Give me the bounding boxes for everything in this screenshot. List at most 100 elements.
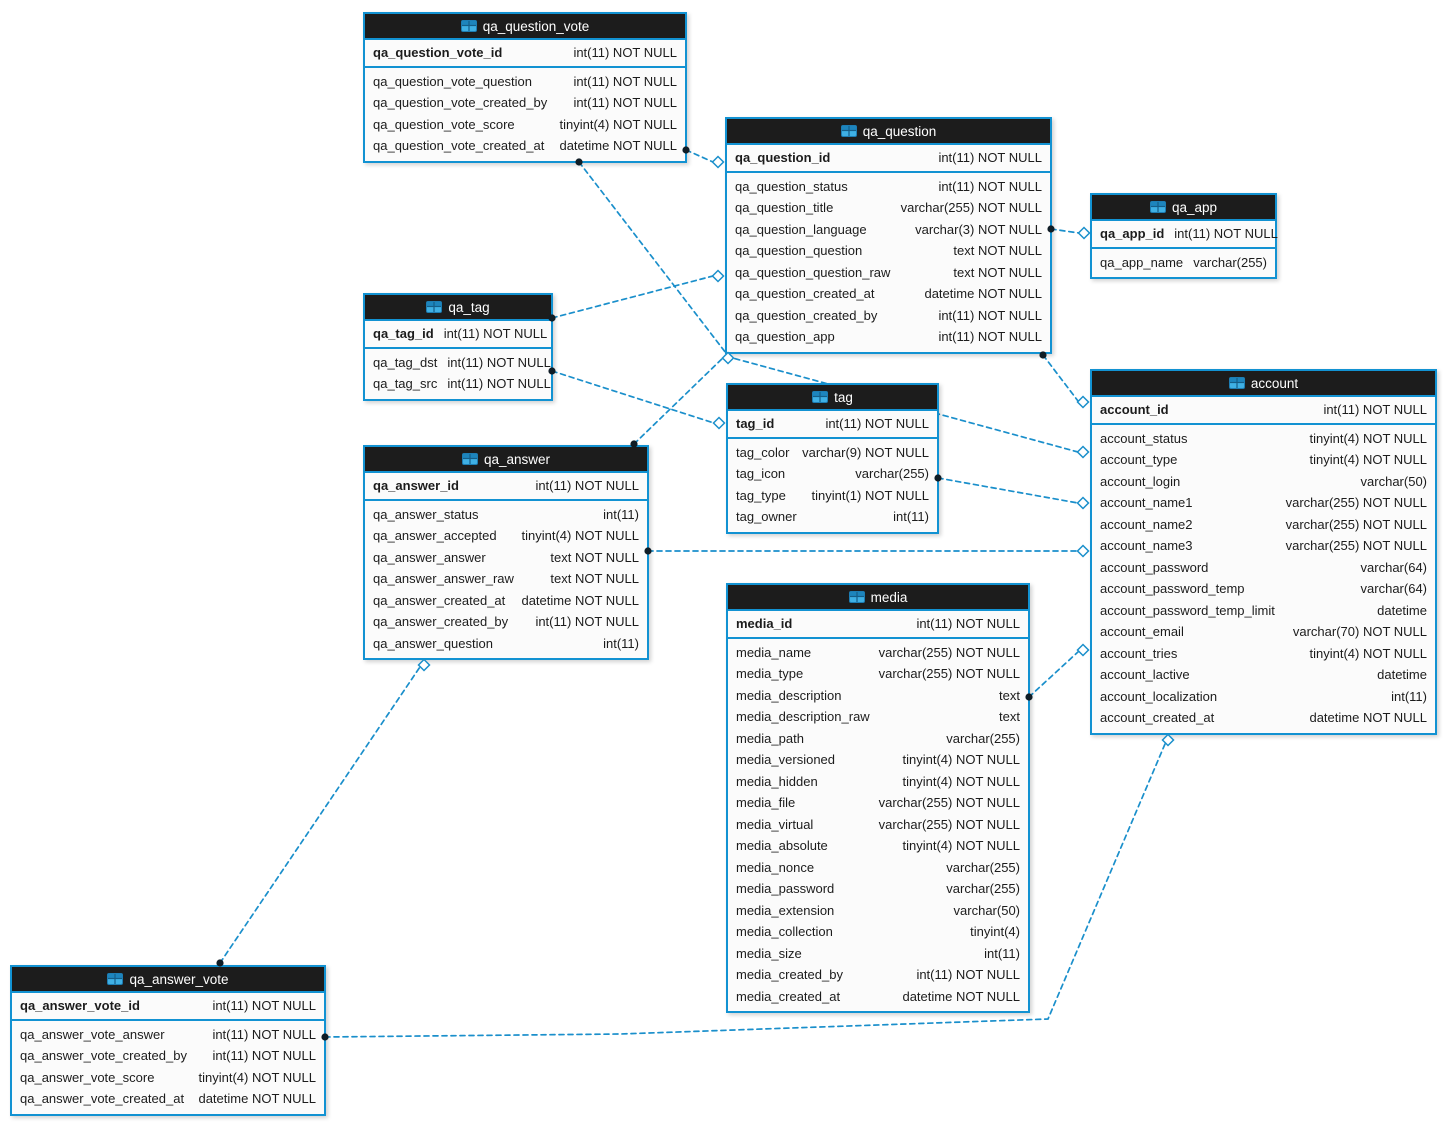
table-qa_question[interactable]: qa_question qa_question_id int(11) NOT NUL…: [725, 117, 1052, 354]
relationship-line-qa_tag-tag[interactable]: [551, 370, 715, 424]
column-type: tinyint(4): [970, 924, 1020, 939]
table-header[interactable]: tag: [728, 385, 937, 411]
column-row: qa_question_language varchar(3) NOT NULL: [727, 219, 1050, 241]
table-header[interactable]: qa_answer_vote: [12, 967, 324, 993]
column-type: tinyint(4) NOT NULL: [559, 116, 677, 132]
column-name: qa_question_created_at: [735, 286, 875, 301]
column-name: tag_type: [736, 487, 786, 503]
column-type: varchar(3) NOT NULL: [915, 221, 1042, 237]
table-icon: [812, 391, 829, 403]
relationship-line-tag-account[interactable]: [937, 477, 1079, 504]
table-title: qa_tag: [448, 299, 490, 315]
column-name: account_name3: [1100, 538, 1193, 553]
column-type: int(11) NOT NULL: [938, 307, 1042, 323]
column-type: text NOT NULL: [550, 549, 639, 565]
table-icon: [848, 591, 865, 603]
column-type: datetime NOT NULL: [1309, 710, 1427, 725]
relationship-line-qa_question-qa_app[interactable]: [1050, 228, 1080, 234]
relationship-line-qa_tag-qa_question[interactable]: [551, 275, 714, 319]
column-type: tinyint(4) NOT NULL: [902, 752, 1020, 767]
column-name: tag_owner: [736, 509, 797, 524]
column-name: qa_answer_created_at: [373, 592, 506, 608]
column-type: datetime NOT NULL: [924, 286, 1042, 301]
column-name: qa_app_name: [1100, 254, 1184, 270]
column-name: qa_tag_id: [373, 326, 434, 341]
table-header[interactable]: account: [1092, 371, 1435, 397]
table-header[interactable]: qa_tag: [365, 295, 551, 321]
relationship-line-qa_answer_vote-qa_answer[interactable]: [219, 660, 425, 964]
column-type: varchar(255) NOT NULL: [1285, 538, 1427, 553]
column-name: qa_answer_question: [373, 635, 493, 651]
column-name: qa_question_language: [735, 221, 867, 237]
table-icon: [107, 973, 124, 985]
relationship-line-qa_question-account[interactable]: [1042, 354, 1079, 402]
column-type: int(11) NOT NULL: [825, 416, 929, 431]
column-name: account_login: [1100, 473, 1181, 489]
column-type: datetime: [1377, 667, 1427, 682]
relationship-line-qa_answer-qa_question[interactable]: [633, 353, 728, 445]
column-type: tinyint(4) NOT NULL: [902, 838, 1020, 853]
table-header[interactable]: media: [728, 585, 1028, 611]
table-title: qa_question: [862, 123, 937, 139]
column-name: qa_question_id: [735, 150, 831, 165]
column-type: int(11) NOT NULL: [916, 967, 1020, 982]
column-name: qa_answer_status: [373, 506, 479, 522]
table-icon: [460, 20, 477, 32]
column-row: tag_owner int(11): [728, 506, 937, 528]
table-title: qa_question_vote: [482, 18, 590, 34]
relationship-line-media-account[interactable]: [1028, 650, 1080, 698]
column-type: int(11): [893, 509, 929, 524]
column-name: qa_answer_accepted: [373, 528, 497, 543]
column-name: qa_answer_vote_answer: [20, 1026, 165, 1042]
column-type: int(11) NOT NULL: [535, 478, 639, 493]
column-type: text NOT NULL: [550, 571, 639, 586]
column-name: media_size: [736, 945, 802, 961]
column-type: text: [999, 709, 1020, 724]
column-type: datetime NOT NULL: [559, 138, 677, 153]
column-name: qa_app_id: [1100, 226, 1165, 241]
column-name: qa_tag_src: [373, 376, 438, 391]
table-header[interactable]: qa_question: [727, 119, 1050, 145]
relationship-line-qa_question_vote-qa_question[interactable]: [685, 149, 714, 163]
column-type: tinyint(4) NOT NULL: [521, 528, 639, 543]
table-header[interactable]: qa_question_vote: [365, 14, 685, 40]
relationship-line-qa_answer_vote-account[interactable]: [324, 743, 1166, 1038]
column-name: media_created_at: [736, 988, 841, 1004]
column-name: media_created_by: [736, 967, 843, 982]
column-row: media_created_by int(11) NOT NULL: [728, 964, 1028, 986]
table-header[interactable]: qa_app: [1092, 195, 1275, 221]
table-header[interactable]: qa_answer: [365, 447, 647, 473]
